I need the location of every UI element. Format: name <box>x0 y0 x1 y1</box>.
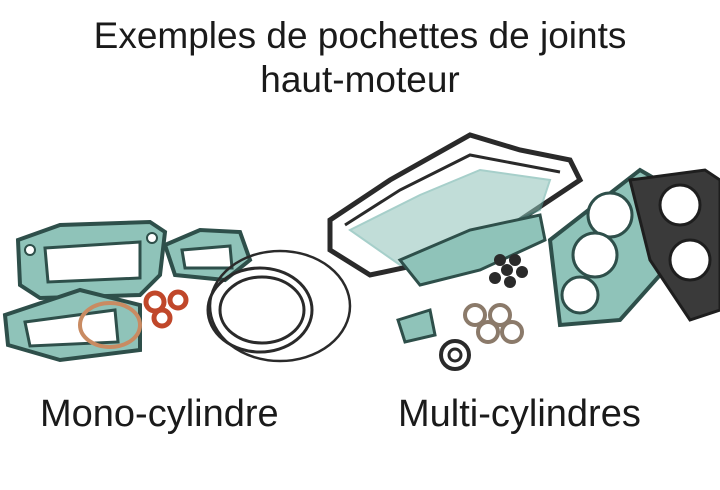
page-title: Exemples de pochettes de joints <box>93 15 627 56</box>
multi-cylinder-caption: Multi-cylindres <box>398 393 641 435</box>
gasket-kits-photo <box>2 132 720 371</box>
page-subtitle: haut-moteur <box>260 59 460 100</box>
multi-cylinder-gasket-set <box>327 132 720 371</box>
mono-cylinder-gasket-set <box>2 219 352 363</box>
mono-cylinder-caption: Mono-cylindre <box>40 393 279 435</box>
